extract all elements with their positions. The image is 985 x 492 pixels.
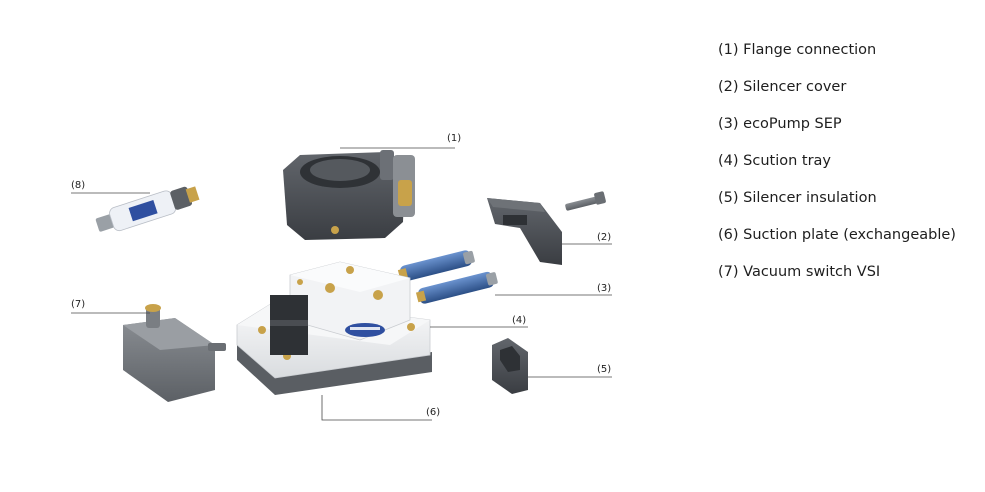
screw-part	[565, 191, 606, 211]
vacuum-switch-part	[123, 304, 226, 402]
callout-7: (7)	[71, 299, 85, 310]
legend-item: (6) Suction plate (exchangeable)	[718, 227, 956, 243]
ecopump-part	[397, 250, 498, 304]
leader-line-6	[321, 395, 432, 421]
callout-8: (8)	[71, 180, 85, 191]
legend-item: (7) Vacuum switch VSI	[718, 264, 881, 280]
legend-item: (2) Silencer cover	[718, 79, 847, 95]
callout-6: (6)	[426, 407, 440, 418]
upper-body-part	[270, 261, 411, 355]
silencer-cover-part	[487, 198, 562, 265]
legend-item: (4) Scution tray	[718, 153, 832, 169]
silencer-insulation-part	[492, 338, 528, 394]
legend-item: (1) Flange connection	[718, 42, 877, 58]
legend-item: (3) ecoPump SEP	[718, 116, 842, 132]
callout-1: (1)	[447, 133, 461, 144]
flange-connection-part	[283, 150, 415, 240]
callout-5: (5)	[597, 364, 611, 375]
parts-legend: (1) Flange connection (2) Silencer cover…	[718, 40, 956, 299]
callout-2: (2)	[597, 232, 611, 243]
legend-item: (5) Silencer insulation	[718, 190, 877, 206]
vacuum-sensor-part	[95, 186, 200, 232]
callout-3: (3)	[597, 283, 611, 294]
callout-4: (4)	[512, 315, 526, 326]
